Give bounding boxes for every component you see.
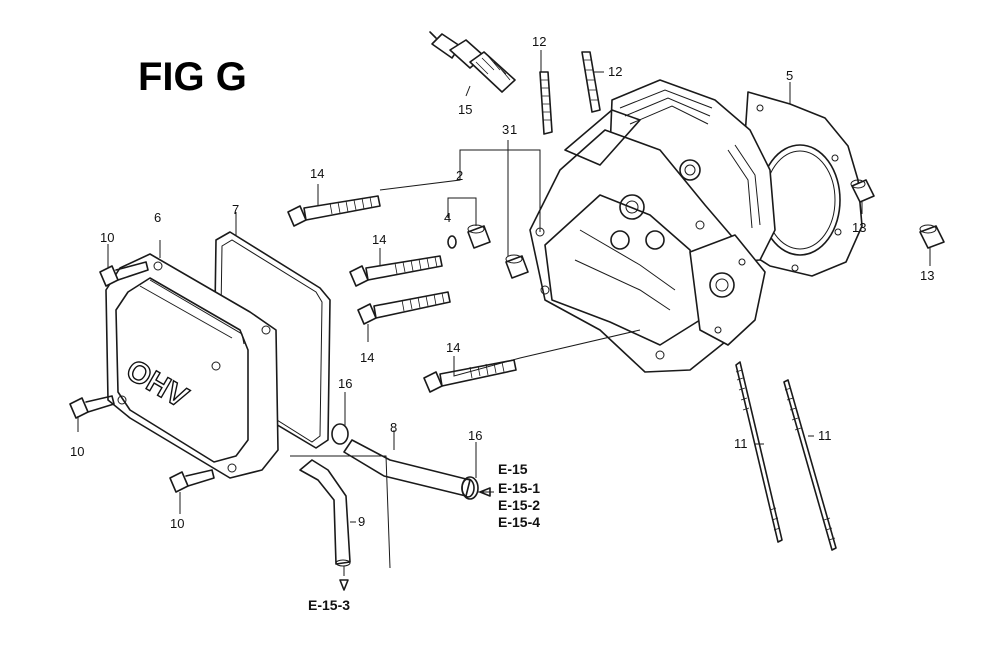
callout-8: 8 <box>390 420 397 435</box>
callout-14-lower: 14 <box>360 350 374 365</box>
push-rod-left <box>735 361 783 543</box>
callout-5: 5 <box>786 68 793 83</box>
ref-e-15-4: E-15-4 <box>498 514 540 530</box>
callout-1: 1 <box>510 122 517 137</box>
cover-bolt-bottom <box>169 469 215 493</box>
callout-10-mid: 10 <box>70 444 84 459</box>
callouts: 1 2 3 4 5 6 7 8 9 10 10 10 11 11 12 12 1… <box>70 34 934 531</box>
dowel-pin-1 <box>505 254 529 279</box>
figure-title: FIG G <box>138 55 247 99</box>
stud-bolt-upper-right <box>581 51 601 113</box>
callout-6: 6 <box>154 210 161 225</box>
ref-e-15-3: E-15-3 <box>308 597 350 613</box>
callout-15: 15 <box>458 102 472 117</box>
callout-16-left: 16 <box>338 376 352 391</box>
ref-e-15: E-15 <box>498 461 528 477</box>
callout-10-bottom: 10 <box>170 516 184 531</box>
callout-4: 4 <box>444 210 451 225</box>
dowel-pin-2 <box>467 224 491 249</box>
flange-bolt-bottom <box>423 359 517 393</box>
callout-12-right: 12 <box>608 64 622 79</box>
callout-13-b: 13 <box>920 268 934 283</box>
flange-bolt-top <box>287 195 381 227</box>
dowel-pin-b <box>919 224 945 249</box>
leader-lines <box>77 50 931 576</box>
ref-e-15-1: E-15-1 <box>498 480 540 496</box>
o-ring-4 <box>447 235 457 249</box>
callout-14-top: 14 <box>310 166 324 181</box>
callout-13-a: 13 <box>852 220 866 235</box>
dowel-pin-a <box>850 179 875 203</box>
callout-3: 3 <box>502 122 509 137</box>
callout-14-mid: 14 <box>372 232 386 247</box>
callout-2: 2 <box>456 168 463 183</box>
hose-clip-left <box>331 423 349 445</box>
callout-9: 9 <box>358 514 365 529</box>
callout-16-right: 16 <box>468 428 482 443</box>
callout-11-right: 11 <box>818 428 832 443</box>
ref-e-15-2: E-15-2 <box>498 497 540 513</box>
callout-12-left: 12 <box>532 34 546 49</box>
callout-7: 7 <box>232 202 239 217</box>
callout-11-left: 11 <box>734 436 748 451</box>
flange-bolt-mid-upper <box>349 255 443 287</box>
head-cover: OHV <box>105 253 279 479</box>
hose-clip-right <box>461 476 479 500</box>
flange-bolt-mid-lower <box>357 291 451 325</box>
stud-bolt-upper-left <box>539 71 553 135</box>
breather-tube-9 <box>299 459 351 567</box>
cross-references: E-15 E-15-1 E-15-2 E-15-4 E-15-3 <box>308 461 540 613</box>
callout-14-bottom: 14 <box>446 340 460 355</box>
breather-tube-8 <box>343 439 475 498</box>
callout-10-top: 10 <box>100 230 114 245</box>
cylinder-head <box>529 79 776 373</box>
push-rod-right <box>783 379 837 551</box>
cover-bolt-mid <box>69 395 115 419</box>
spark-plug <box>429 31 516 93</box>
